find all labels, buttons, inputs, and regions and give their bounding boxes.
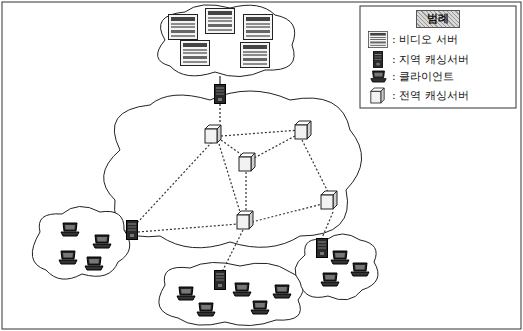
legend-sample bbox=[369, 31, 388, 47]
local-cache-icon bbox=[215, 85, 226, 104]
client-icon bbox=[85, 257, 103, 270]
legend-text: : 비디오 서버 bbox=[392, 33, 458, 47]
video-server-icon bbox=[169, 15, 198, 40]
global-cache-icon bbox=[237, 211, 253, 229]
client-icon bbox=[197, 303, 215, 316]
global-cache-icon bbox=[321, 191, 337, 209]
core-cloud bbox=[104, 91, 362, 248]
legend-frame bbox=[360, 6, 516, 108]
server-cloud bbox=[158, 5, 295, 77]
local-cache-icon bbox=[215, 271, 226, 290]
client-cloud bbox=[32, 206, 129, 279]
client-icon bbox=[331, 251, 349, 264]
client-icon bbox=[61, 223, 79, 236]
legend-sample bbox=[371, 88, 384, 103]
video-server-icon bbox=[244, 15, 273, 40]
client-icon bbox=[251, 301, 269, 314]
global-cache-icon bbox=[295, 121, 311, 139]
legend-text: : 클라이언트 bbox=[392, 70, 454, 84]
client-icon bbox=[273, 285, 291, 298]
local-cache-icon bbox=[127, 221, 138, 240]
legend-sample bbox=[371, 71, 386, 82]
client-icon bbox=[321, 273, 339, 286]
legend-text: : 전역 캐싱서버 bbox=[392, 89, 469, 103]
legend-text: : 지역 캐싱서버 bbox=[392, 53, 469, 67]
client-icon bbox=[351, 263, 369, 276]
legend-sample bbox=[373, 52, 382, 68]
client-icon bbox=[233, 283, 251, 296]
client-icon bbox=[177, 287, 195, 300]
global-cache-icon bbox=[205, 125, 221, 143]
global-cache-icon bbox=[239, 153, 255, 171]
video-server-icon bbox=[206, 9, 235, 34]
client-cloud bbox=[295, 234, 378, 300]
legend-title: 범례 bbox=[416, 10, 460, 28]
uplink-line bbox=[219, 76, 220, 84]
local-cache-icon bbox=[317, 239, 328, 258]
client-cloud bbox=[159, 262, 304, 325]
client-icon bbox=[59, 251, 77, 264]
video-server-icon bbox=[181, 41, 210, 66]
uplink-line bbox=[219, 104, 220, 124]
video-server-icon bbox=[241, 43, 270, 68]
network-links bbox=[138, 130, 333, 272]
client-icon bbox=[93, 235, 111, 248]
